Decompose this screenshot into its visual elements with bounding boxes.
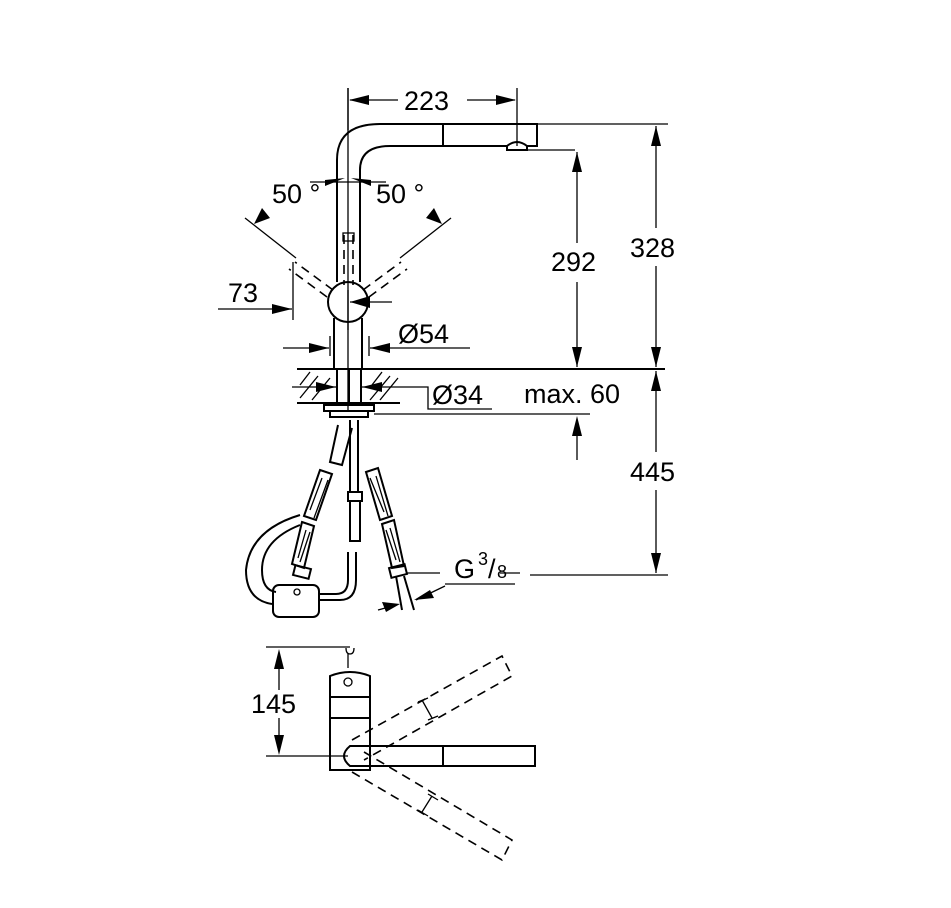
- top-view: 145: [251, 646, 536, 862]
- fraction-slash: /: [488, 554, 496, 584]
- swivel-angle-indicator: 50 ° 50 °: [244, 178, 452, 259]
- lever-handle: [288, 261, 408, 368]
- connection-thread-label: G: [454, 554, 475, 584]
- spout-reach-label: 223: [404, 86, 449, 116]
- spout-reach-dimension: 223: [347, 86, 518, 146]
- hole-diameter-label: Ø34: [432, 380, 483, 410]
- total-height-label: 328: [630, 233, 675, 263]
- top-view-depth-label: 145: [251, 689, 296, 719]
- supply-hoses: [244, 420, 415, 618]
- deck-thickness-label: max. 60: [524, 379, 620, 409]
- height-dimensions: 292 328 445: [530, 123, 675, 576]
- body-diameter-label: Ø54: [398, 319, 449, 349]
- swivel-right-label: 50 °: [376, 179, 424, 209]
- connection-fraction-denominator: 8: [497, 562, 507, 582]
- lever-offset-dimension: 73: [218, 262, 294, 320]
- faucet-spout: [336, 88, 575, 410]
- countertop-section: Ø34 max. 60: [292, 368, 665, 460]
- connection-thread-dimension: G 3 / 8: [377, 549, 520, 612]
- weight-icon: [272, 584, 320, 618]
- connection-fraction-numerator: 3: [478, 549, 488, 569]
- swivel-left-label: 50 °: [272, 179, 320, 209]
- below-deck-label: 445: [630, 457, 675, 487]
- aerator-height-label: 292: [551, 247, 596, 277]
- lever-offset-label: 73: [228, 278, 258, 308]
- body-diameter-dimension: Ø54: [283, 319, 470, 356]
- aerator-icon: [506, 141, 528, 151]
